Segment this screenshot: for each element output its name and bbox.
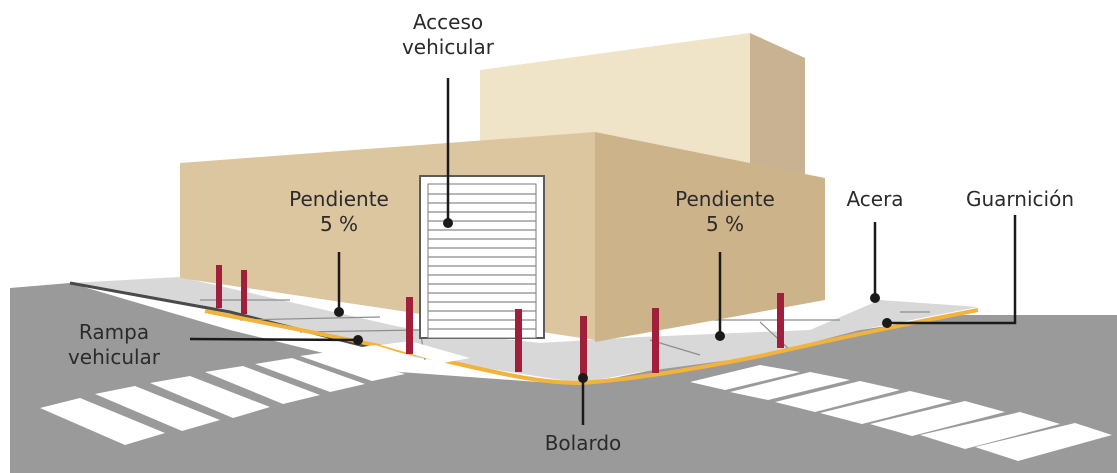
label-pendiente-right-line2: 5 % [705,212,745,236]
garage-door [419,175,545,339]
bollards [216,265,784,378]
bollard [652,308,659,373]
label-guarnicion: Guarnición [966,187,1074,211]
bollard [216,265,222,308]
label-pendiente-left-line1: Pendiente [289,187,389,211]
label-acceso-vehicular-line2: vehicular [401,35,495,59]
bollard [580,316,587,378]
label-acceso-vehicular: Acceso vehicular [368,10,528,60]
label-acera: Acera [846,187,904,211]
bollard [777,293,784,348]
bollard [406,297,413,354]
building-side [595,132,825,342]
label-rampa-vehicular-line2: vehicular [67,345,161,369]
label-acceso-vehicular-line1: Acceso [412,10,484,34]
curb-line [204,308,979,386]
label-pendiente-left: Pendiente 5 % [259,187,419,237]
label-rampa-vehicular: Rampa vehicular [44,320,184,370]
leader-lines [189,78,1017,425]
crosswalk-left [40,341,470,445]
label-bolardo: Bolardo [544,431,622,455]
road [10,283,1117,473]
label-pendiente-left-line2: 5 % [319,212,359,236]
crosswalk-right [690,365,1112,461]
label-rampa-vehicular-line1: Rampa [78,320,150,344]
bollard [241,270,247,314]
label-pendiente-right: Pendiente 5 % [645,187,805,237]
bollard [515,309,522,372]
label-pendiente-right-line1: Pendiente [675,187,775,211]
leader-dots [334,218,892,383]
